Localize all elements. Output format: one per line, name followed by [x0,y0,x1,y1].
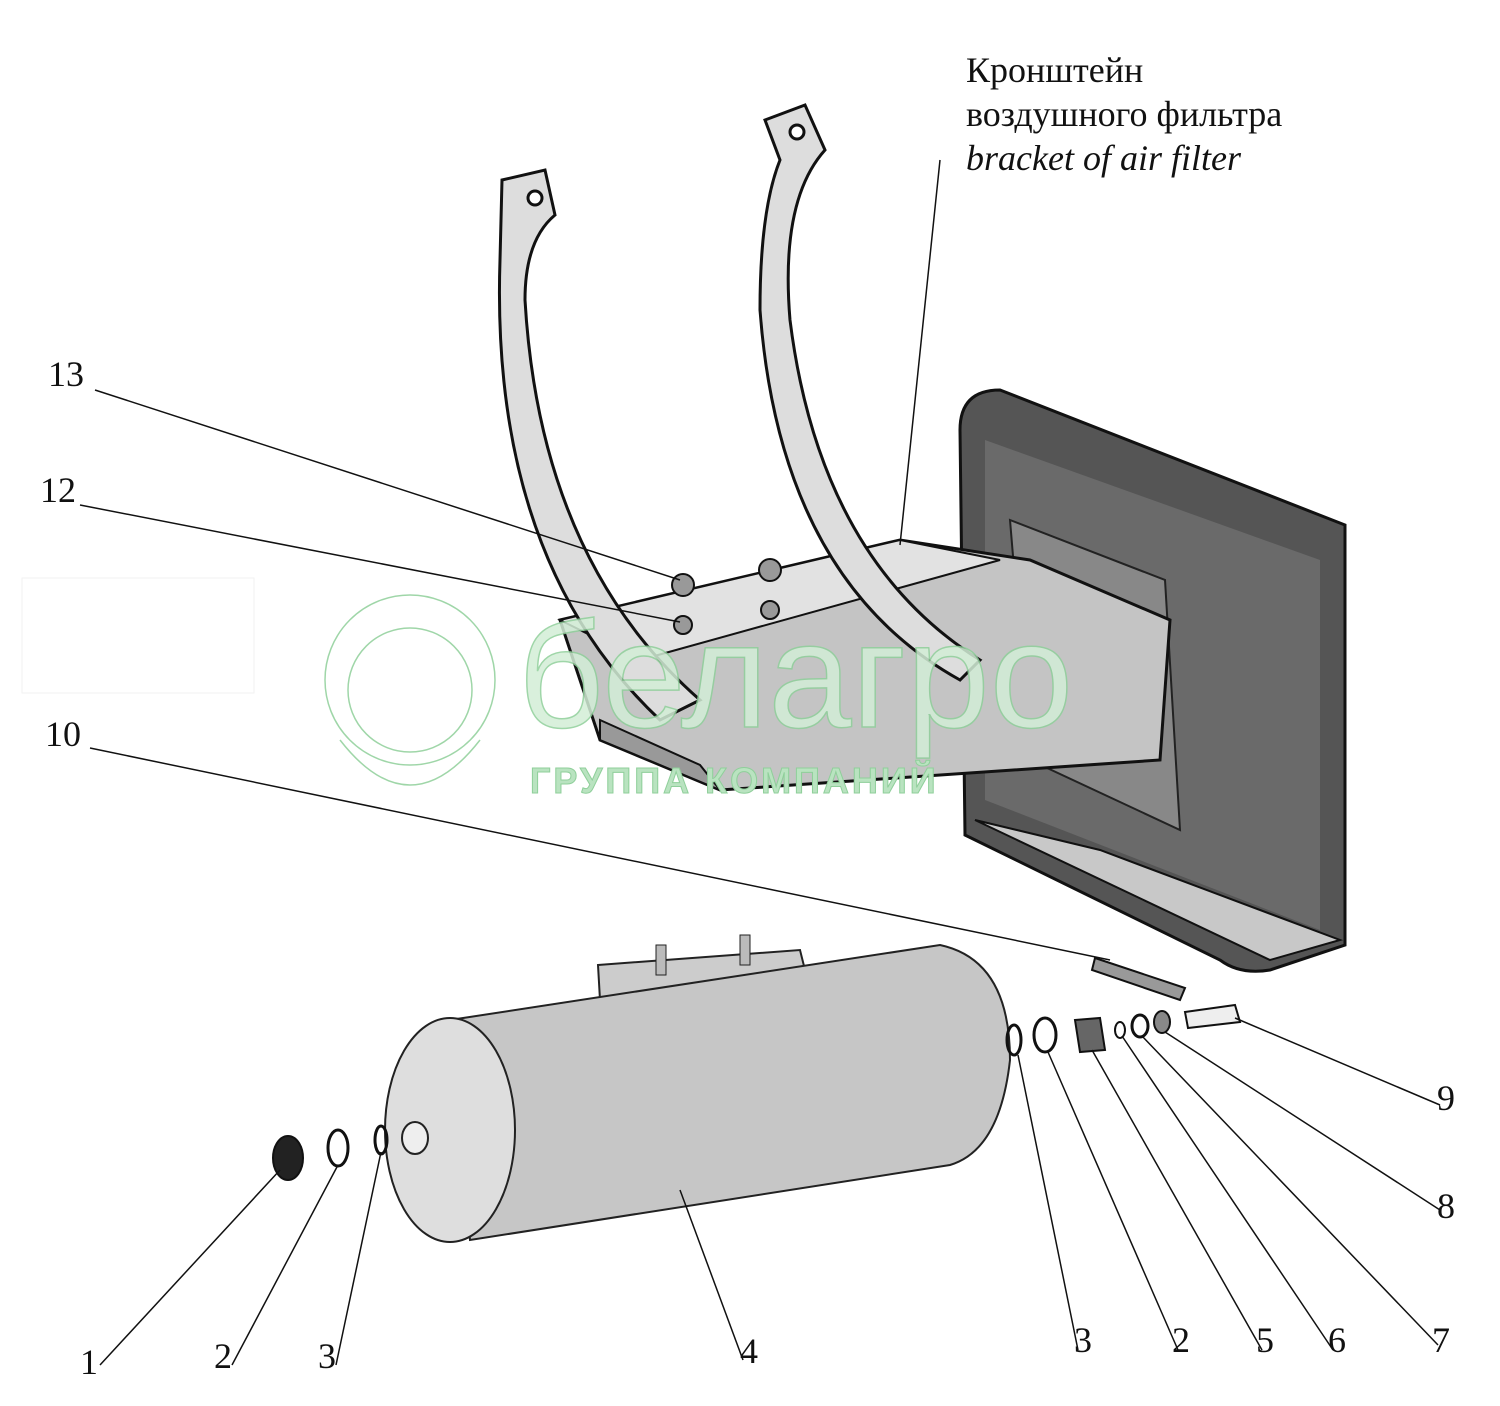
callout-4: 4 [740,1331,758,1371]
air-receiver-tank [384,934,1012,1243]
callout-3-left: 3 [318,1336,336,1376]
caption-en: bracket of air filter [966,138,1241,178]
callout-7: 7 [1432,1320,1450,1360]
watermark-emblem [324,594,496,786]
bracket-caption: Кронштейн воздушного фильтра bracket of … [966,48,1282,180]
bracket-arm [557,538,1172,792]
caption-ru-line1: Кронштейн [966,50,1144,90]
leader-lines [79,159,1441,1366]
callout-1: 1 [80,1342,98,1382]
callout-9: 9 [1437,1078,1455,1118]
clamp-straps [497,103,983,722]
callout-2-right: 2 [1172,1320,1190,1360]
callout-12: 12 [40,470,76,510]
callout-5: 5 [1256,1320,1274,1360]
watermark-subtitle: ГРУППА КОМПАНИЙ [530,760,939,802]
callout-6: 6 [1328,1320,1346,1360]
callout-13: 13 [48,354,84,394]
callout-8: 8 [1437,1186,1455,1226]
blank-box [21,577,255,694]
caption-ru-line2: воздушного фильтра [966,94,1283,134]
callout-3-right: 3 [1074,1320,1092,1360]
callout-2-left: 2 [214,1336,232,1376]
watermark-logo: белагро [517,591,1074,759]
fittings [272,956,1242,1181]
callout-10: 10 [45,714,81,754]
